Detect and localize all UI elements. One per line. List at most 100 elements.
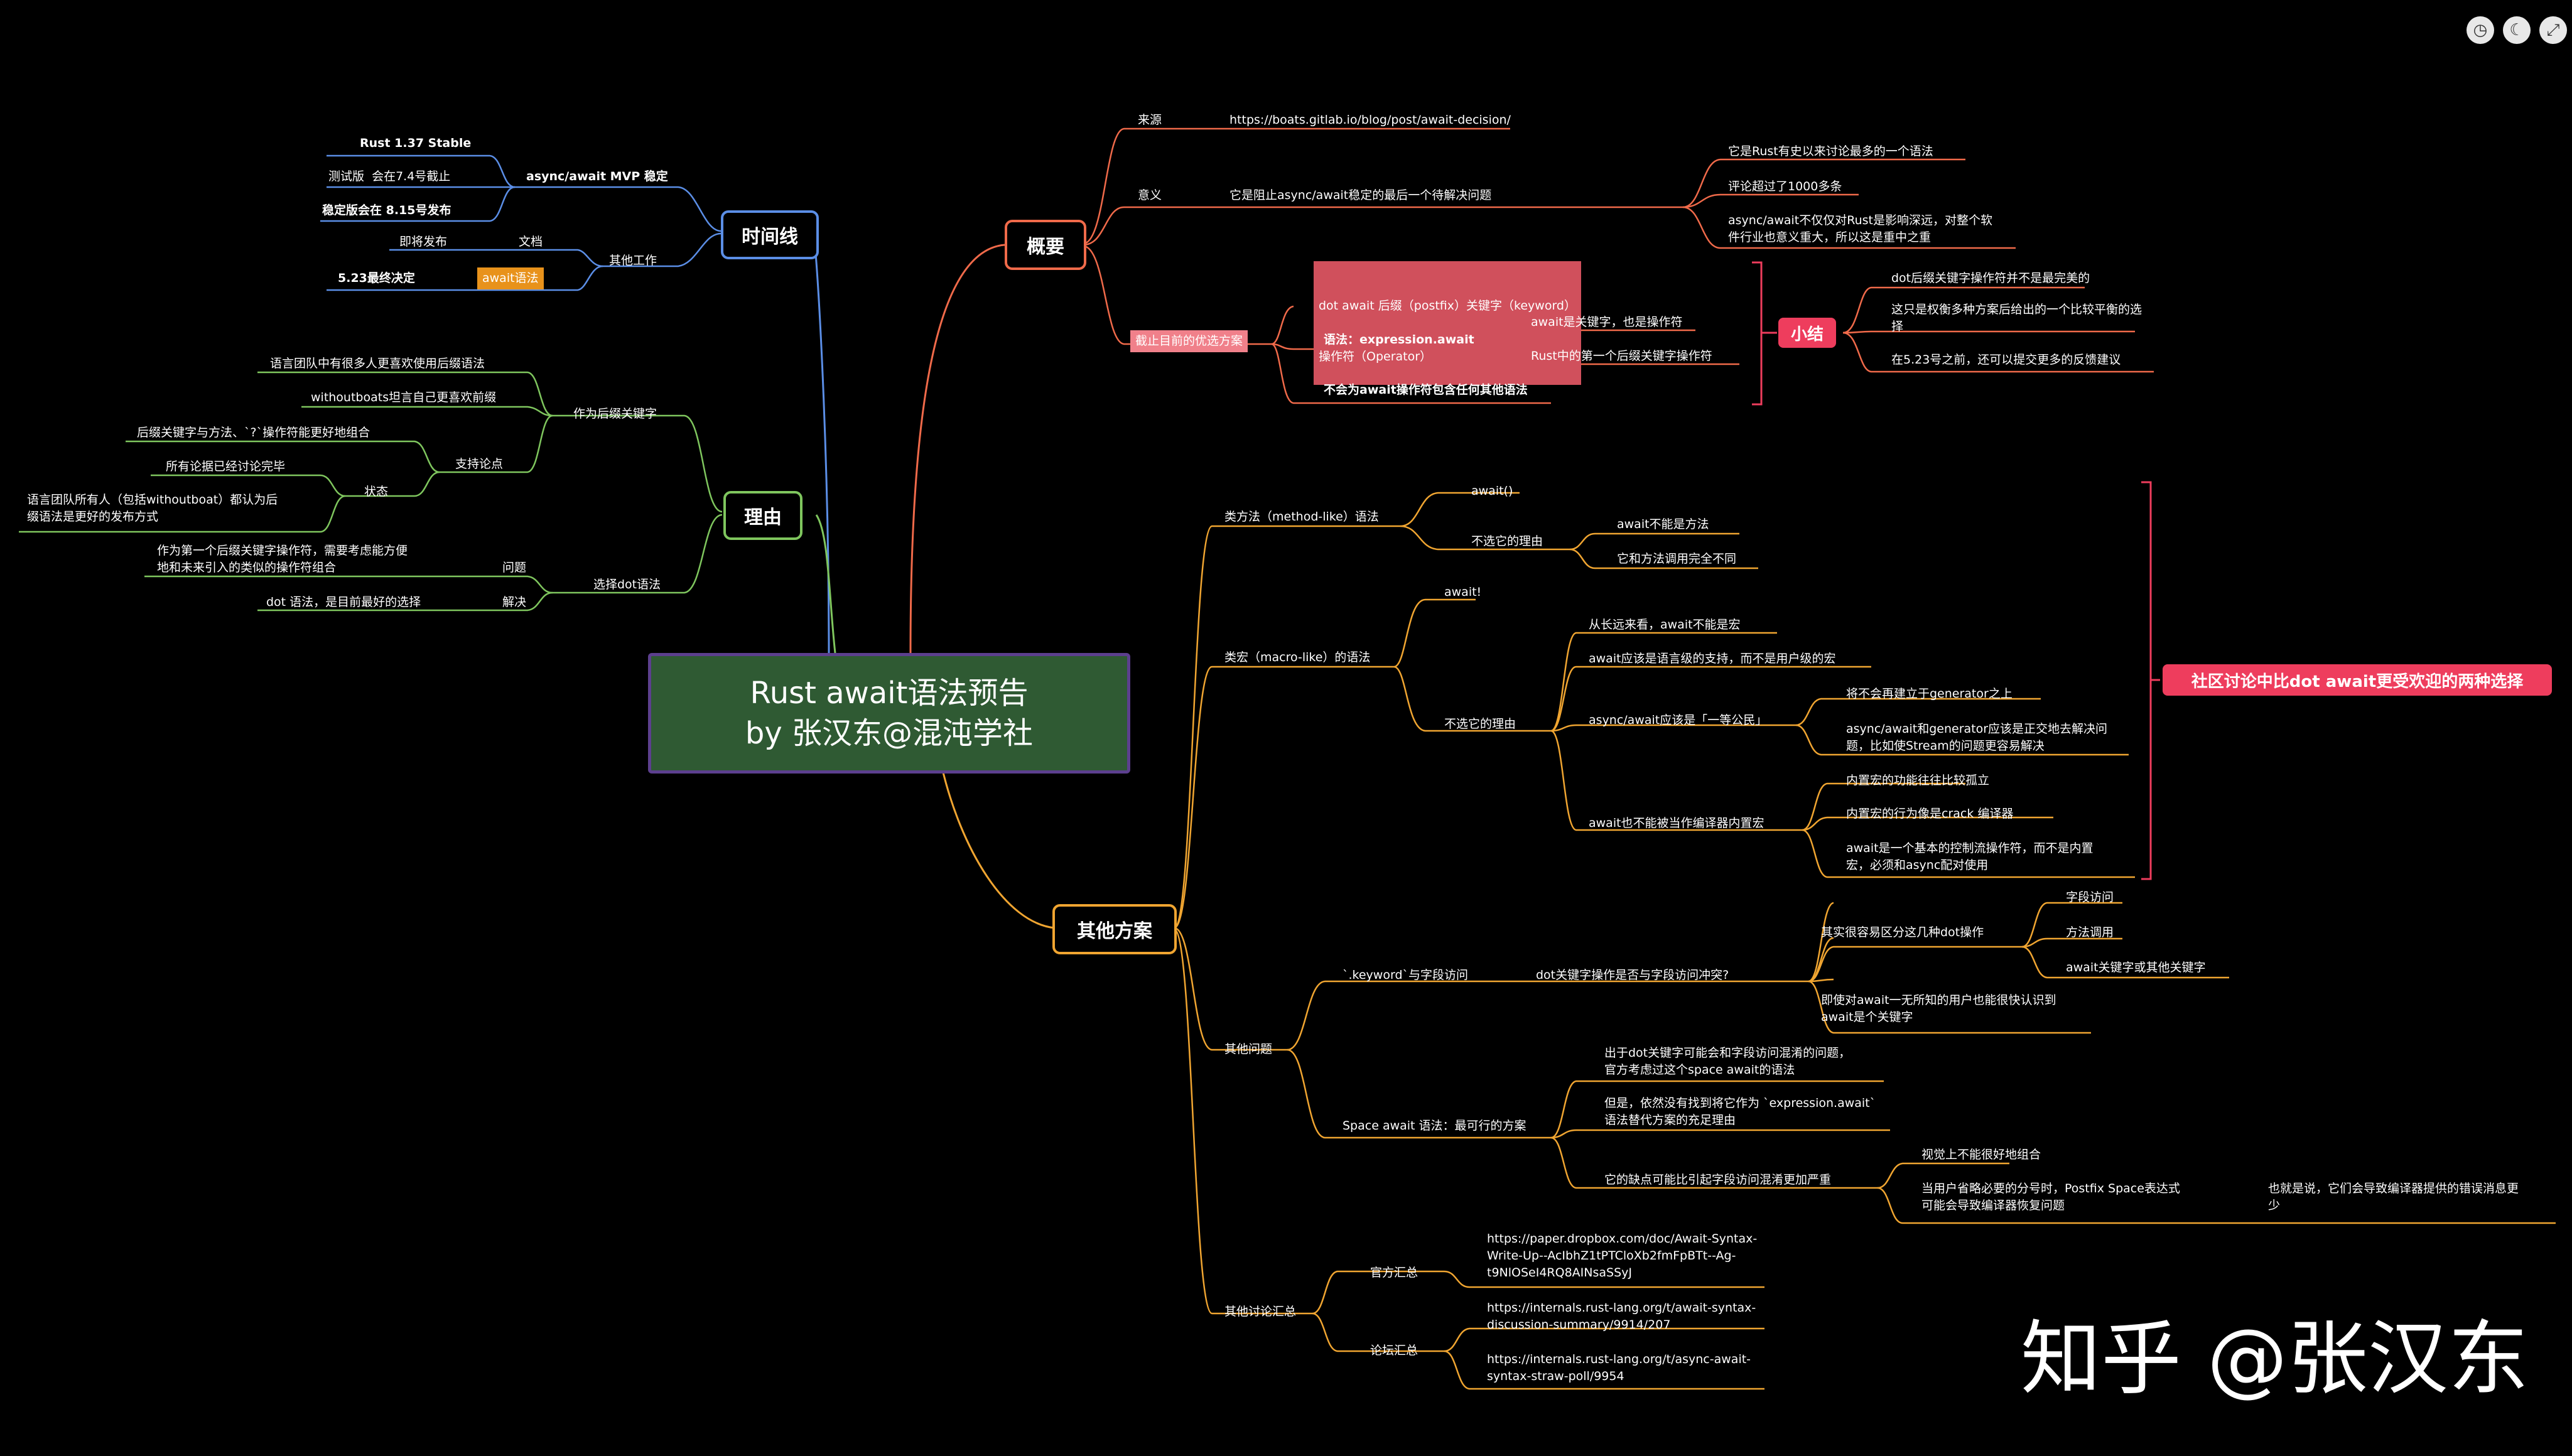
node-no-other[interactable]: 不会为await操作符包含任何其他语法 (1324, 383, 1528, 397)
moon-icon[interactable]: ☾ (2503, 16, 2531, 44)
node-other-work[interactable]: 其他工作 (609, 254, 657, 267)
node-solve-text[interactable]: dot 语法，是目前最好的选择 (266, 595, 421, 609)
node-omit-1[interactable]: 当用户省略必要的分号时，Postfix Space表达式 (1921, 1182, 2180, 1195)
node-error-1[interactable]: 也就是说，它们会导致编译器提供的错误消息更 (2268, 1182, 2519, 1195)
node-sa1-2[interactable]: 官方考虑过这个space await的语法 (1604, 1063, 1795, 1077)
node-all-args[interactable]: 所有论据已经讨论完毕 (166, 460, 286, 473)
node-team-prefers[interactable]: 语言团队中有很多人更喜欢使用后缀语法 (270, 357, 485, 370)
node-crack[interactable]: 内置宏的行为像是crack 编译器 (1846, 807, 2014, 821)
node-first-class[interactable]: async/await应该是「一等公民」 (1589, 713, 1768, 727)
node-release[interactable]: 稳定版会在 8.15号发布 (322, 203, 451, 217)
node-official[interactable]: 官方汇总 (1370, 1266, 1418, 1280)
node-agree-2[interactable]: 缀语法是更好的发布方式 (27, 510, 159, 524)
node-mvp[interactable]: async/await MVP 稳定 (526, 170, 668, 183)
topic-overview[interactable]: 概要 (1005, 220, 1086, 270)
node-diff-method[interactable]: 它和方法调用完全不同 (1617, 552, 1737, 566)
node-isolated[interactable]: 内置宏的功能往往比较孤立 (1846, 774, 1990, 787)
node-sa1-1[interactable]: 出于dot关键字可能会和字段访问混淆的问题， (1604, 1046, 1851, 1060)
node-await-kw[interactable]: await关键字或其他关键字 (2066, 961, 2206, 974)
node-await-bang[interactable]: await! (1444, 585, 1482, 599)
node-space-await[interactable]: Space await 语法：最可行的方案 (1343, 1119, 1526, 1133)
topic-reasons[interactable]: 理由 (723, 491, 802, 540)
node-meaning-text[interactable]: 它是阻止async/await稳定的最后一个待解决问题 (1229, 188, 1492, 202)
node-s1[interactable]: dot后缀关键字操作符并不是最完美的 (1891, 271, 2090, 285)
node-basic-1[interactable]: await是一个基本的控制流操作符，而不是内置 (1846, 841, 2094, 855)
node-problem-1[interactable]: 作为第一个后缀关键字操作符，需要考虑能方便 (157, 544, 408, 558)
node-macro-like[interactable]: 类宏（macro-like）的语法 (1224, 650, 1371, 664)
node-no-generator[interactable]: 将不会再建立于generator之上 (1846, 687, 2013, 701)
node-long-term[interactable]: 从长远来看，await不能是宏 (1589, 618, 1741, 632)
node-field[interactable]: 字段访问 (2066, 890, 2114, 904)
node-await-syntax[interactable]: await语法 (477, 267, 544, 289)
node-as-postfix[interactable]: 作为后缀关键字 (573, 407, 657, 421)
node-forum-url2-1[interactable]: https://internals.rust-lang.org/t/async-… (1487, 1352, 1751, 1366)
tag-community[interactable]: 社区讨论中比dot await更受欢迎的两种选择 (2163, 664, 2552, 696)
node-meaning[interactable]: 意义 (1138, 188, 1162, 202)
node-other-issues[interactable]: 其他问题 (1224, 1042, 1273, 1056)
node-lang-level[interactable]: await应该是语言级的支持，而不是用户级的宏 (1589, 652, 1836, 666)
node-error-2[interactable]: 少 (2268, 1199, 2281, 1212)
node-beta[interactable]: 测试版 会在7.4号截止 (328, 170, 451, 183)
node-forum[interactable]: 论坛汇总 (1370, 1344, 1418, 1357)
node-not-chosen[interactable]: 不选它的理由 (1471, 534, 1543, 548)
node-sa2-2[interactable]: 语法替代方案的充足理由 (1604, 1113, 1736, 1127)
node-best[interactable]: 截止目前的优选方案 (1130, 330, 1248, 352)
node-sa2-1[interactable]: 但是，依然没有找到将它作为 `expression.await` (1604, 1096, 1876, 1110)
node-not-builtin[interactable]: await也不能被当作编译器内置宏 (1589, 816, 1764, 830)
tag-summary[interactable]: 小结 (1778, 318, 1836, 348)
node-m2[interactable]: 评论超过了1000多条 (1728, 180, 1842, 193)
node-sa3[interactable]: 它的缺点可能比引起字段访问混淆更加严重 (1604, 1173, 1832, 1187)
node-s3[interactable]: 在5.23号之前，还可以提交更多的反馈建议 (1891, 353, 2121, 367)
node-final[interactable]: 5.23最终决定 (338, 271, 415, 285)
node-official-url-2[interactable]: Write-Up--AcIbhZ1tPTCloXb2fmFpBTt--Ag- (1487, 1249, 1736, 1263)
node-solve[interactable]: 解决 (502, 595, 527, 609)
node-not-method[interactable]: await不能是方法 (1617, 517, 1709, 531)
node-easy-dist[interactable]: 其实很容易区分这几种dot操作 (1821, 925, 1984, 939)
node-syntax[interactable]: 语法：expression.await (1324, 333, 1474, 347)
node-source-url[interactable]: https://boats.gitlab.io/blog/post/await-… (1229, 113, 1511, 127)
node-doc-soon[interactable]: 即将发布 (399, 235, 448, 249)
node-method-like[interactable]: 类方法（method-like）语法 (1224, 510, 1379, 524)
node-problem[interactable]: 问题 (502, 561, 527, 574)
node-method-call[interactable]: 方法调用 (2066, 925, 2114, 939)
topic-timeline[interactable]: 时间线 (721, 210, 819, 259)
node-source[interactable]: 来源 (1138, 113, 1162, 127)
clock-icon[interactable]: ◷ (2467, 16, 2494, 44)
node-forum-url1-1[interactable]: https://internals.rust-lang.org/t/await-… (1487, 1301, 1756, 1315)
node-summary-other[interactable]: 其他讨论汇总 (1224, 1305, 1297, 1318)
node-official-url-3[interactable]: t9NlOSeI4RQ8AINsaSSyJ (1487, 1266, 1632, 1280)
node-orth-2[interactable]: 题，比如使Stream的问题更容易解决 (1846, 739, 2045, 753)
node-state[interactable]: 状态 (364, 485, 389, 499)
node-combo[interactable]: 后缀关键字与方法、`?`操作符能更好地组合 (137, 426, 370, 439)
node-keyword-field[interactable]: `.keyword`与字段访问 (1343, 968, 1469, 982)
node-withoutboats[interactable]: withoutboats坦言自己更喜欢前缀 (311, 391, 497, 404)
node-choose-dot[interactable]: 选择dot语法 (593, 578, 661, 591)
node-doc[interactable]: 文档 (519, 235, 543, 249)
topic-alternatives[interactable]: 其他方案 (1052, 904, 1177, 954)
node-m1[interactable]: 它是Rust有史以来讨论最多的一个语法 (1728, 144, 1933, 158)
node-is-keyword[interactable]: await是关键字，也是操作符 (1531, 315, 1683, 329)
node-problem-2[interactable]: 地和未来引入的类似的操作符组合 (157, 561, 337, 574)
node-user-2[interactable]: await是个关键字 (1821, 1010, 1913, 1024)
node-stable[interactable]: Rust 1.37 Stable (360, 136, 472, 150)
expand-icon[interactable]: ⤢ (2539, 16, 2567, 44)
node-s2-2[interactable]: 择 (1891, 320, 1904, 333)
node-forum-url2-2[interactable]: syntax-straw-poll/9954 (1487, 1369, 1624, 1383)
node-m3-2[interactable]: 件行业也意义重大，所以这是重中之重 (1728, 230, 1932, 244)
node-official-url-1[interactable]: https://paper.dropbox.com/doc/Await-Synt… (1487, 1232, 1758, 1246)
node-s2-1[interactable]: 这只是权衡多种方案后给出的一个比较平衡的选 (1891, 303, 2142, 316)
node-support[interactable]: 支持论点 (455, 457, 504, 471)
node-omit-2[interactable]: 可能会导致编译器恢复问题 (1921, 1199, 2065, 1212)
node-conflict[interactable]: dot关键字操作是否与字段访问冲突? (1536, 968, 1729, 982)
node-user-1[interactable]: 即使对await一无所知的用户也能很快认识到 (1821, 993, 2056, 1007)
node-first-postfix[interactable]: Rust中的第一个后缀关键字操作符 (1531, 349, 1712, 363)
node-not-chosen2[interactable]: 不选它的理由 (1444, 717, 1516, 731)
central-topic[interactable]: Rust await语法预告 by 张汉东@混沌学社 (648, 653, 1130, 774)
node-agree-1[interactable]: 语言团队所有人（包括withoutboat）都认为后 (27, 493, 278, 507)
node-orth-1[interactable]: async/await和generator应该是正交地去解决问 (1846, 722, 2108, 736)
node-dot-await-box[interactable]: dot await 后缀（postfix）关键字（keyword） 操作符（Op… (1314, 261, 1581, 385)
node-visual[interactable]: 视觉上不能很好地组合 (1921, 1148, 2041, 1162)
node-await-call[interactable]: await() (1471, 484, 1513, 498)
node-forum-url1-2[interactable]: discussion-summary/9914/207 (1487, 1318, 1671, 1332)
node-basic-2[interactable]: 宏，必须和async配对使用 (1846, 858, 1989, 872)
